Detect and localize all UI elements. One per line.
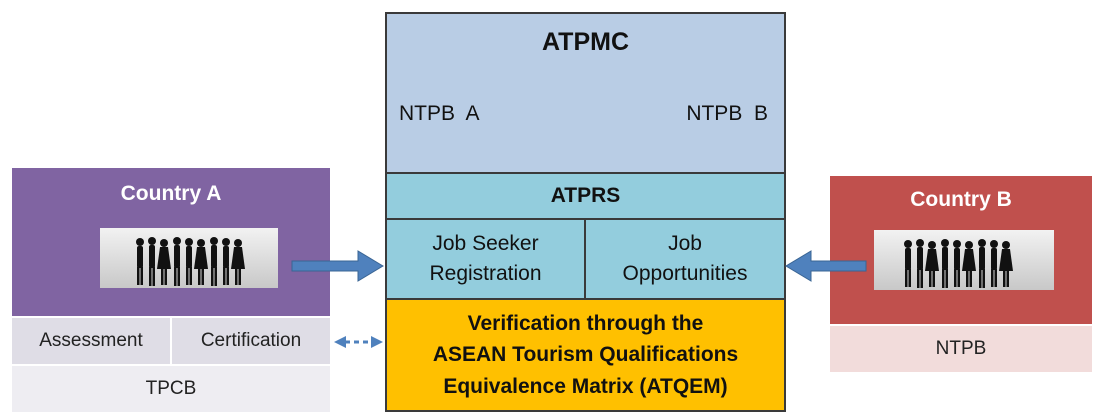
dashed-double-arrow-icon xyxy=(334,336,383,348)
country-a-box: Country A xyxy=(12,168,330,316)
job-seeker-line1: Job Seeker xyxy=(432,231,539,255)
verification-line3: Equivalence Matrix (ATQEM) xyxy=(443,374,728,398)
atprs-box: ATPRS xyxy=(385,172,786,220)
people-silhouettes-icon xyxy=(874,230,1054,290)
ntpb-cell: NTPB xyxy=(830,326,1092,372)
atpmc-title: ATPMC xyxy=(541,28,630,56)
ntpb-b-label: NTPB B xyxy=(686,102,768,125)
country-b-box: Country B xyxy=(830,176,1092,324)
verification-line1: Verification through the xyxy=(467,312,704,336)
tpcb-label: TPCB xyxy=(145,378,197,399)
job-seeker-registration-box: Job Seeker Registration xyxy=(385,218,586,300)
ntpb-a-label: NTPB A xyxy=(399,102,480,125)
verification-line2: ASEAN Tourism Qualifications xyxy=(432,343,739,367)
ntpb-label: NTPB xyxy=(935,338,987,359)
certification-cell: Certification xyxy=(172,318,330,364)
job-opportunities-line1: Job xyxy=(668,231,702,255)
assessment-cell: Assessment xyxy=(12,318,170,364)
country-a-title: Country A xyxy=(120,182,222,205)
assessment-label: Assessment xyxy=(39,330,143,351)
job-opportunities-line2: Opportunities xyxy=(622,262,748,285)
verification-box: Verification through the ASEAN Tourism Q… xyxy=(385,298,786,412)
atpmc-box: ATPMC NTPB A NTPB B xyxy=(385,12,786,174)
job-seeker-line2: Registration xyxy=(429,262,542,285)
tpcb-cell: TPCB xyxy=(12,366,330,412)
certification-label: Certification xyxy=(200,330,302,351)
atprs-title: ATPRS xyxy=(550,184,621,207)
job-opportunities-box: Job Opportunities xyxy=(584,218,786,300)
people-silhouettes-icon xyxy=(100,228,278,288)
country-b-title: Country B xyxy=(910,188,1012,211)
